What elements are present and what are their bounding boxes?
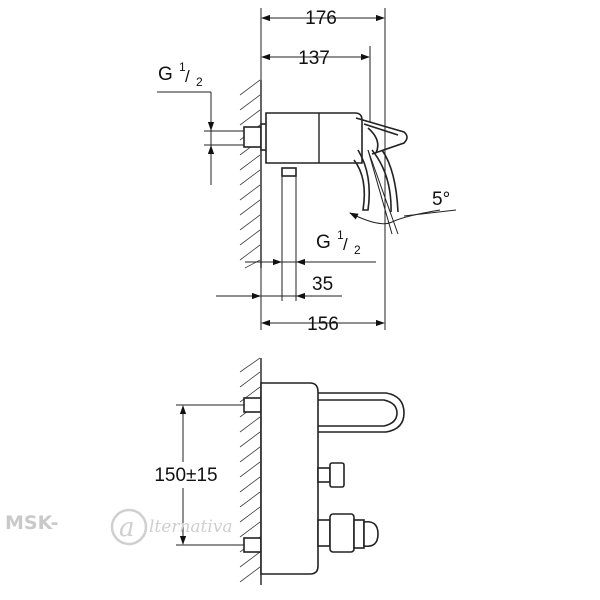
dim-150-15: 150±15 [154, 465, 217, 486]
mixer-body [265, 112, 363, 164]
svg-text:a: a [119, 513, 135, 543]
wall-top [239, 79, 262, 269]
watermark-at-icon: a [110, 508, 148, 546]
front-view: 150±15 [140, 357, 405, 585]
angle-label: 5° [432, 189, 450, 210]
svg-text:/: / [185, 67, 190, 86]
angle-arc [349, 209, 441, 225]
dim-35: 35 [312, 274, 333, 295]
thread-lower-label: G 1 / 2 [316, 228, 361, 257]
temperature-knob [317, 513, 379, 553]
dim-156: 156 [307, 314, 339, 335]
lever-loop [318, 392, 405, 433]
thread-upper-den: 2 [196, 75, 203, 89]
diverter-knob [317, 462, 345, 488]
thread-upper-label: G 1 / 2 [158, 60, 203, 89]
svg-text:/: / [343, 235, 348, 254]
connector-upper [243, 397, 262, 413]
lever [355, 117, 408, 155]
watermark: MSK- a lternativa [5, 508, 233, 546]
thread-lower-num: 1 [337, 228, 344, 242]
connector-lower [243, 537, 262, 553]
watermark-brand: MSK- [5, 512, 59, 534]
mixer-body-front [260, 382, 319, 575]
thread-upper-base: G [158, 64, 173, 85]
thread-upper-num: 1 [179, 60, 186, 74]
side-view: 176 137 G 1 / 2 5° G 1 / 2 [157, 8, 457, 335]
dim-137: 137 [298, 48, 330, 69]
lever-tilted [371, 149, 399, 213]
spout-hook [353, 149, 371, 211]
thread-lower-base: G [316, 232, 331, 253]
lever-axis-line [367, 149, 393, 235]
watermark-script: lternativa [149, 517, 233, 537]
dim-176: 176 [305, 8, 337, 29]
thread-lower-den: 2 [354, 243, 361, 257]
lever-axis-line-tilted [367, 149, 399, 235]
pipe-connector [243, 126, 262, 148]
bottom-outlet [281, 167, 297, 177]
